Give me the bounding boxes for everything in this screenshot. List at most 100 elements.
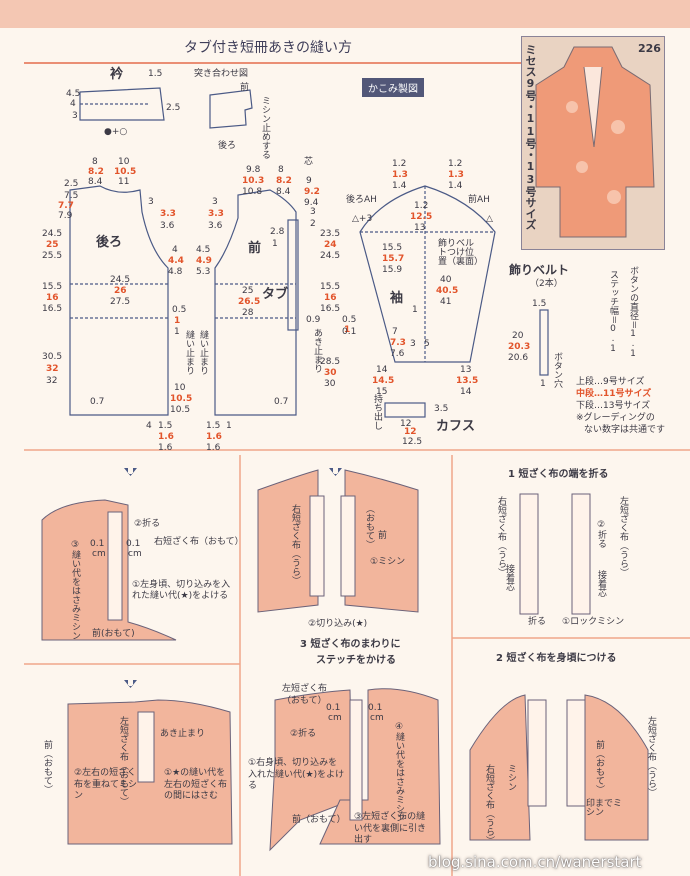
sleeve-n-13d: 13 xyxy=(460,365,472,375)
step3-d01b: 0.1 xyxy=(368,703,383,713)
step2-right-label: 左短ざく布（うら） xyxy=(646,716,656,797)
front-n-92: 9.2 xyxy=(304,187,320,197)
front-n-30b: 30 xyxy=(324,379,336,389)
front-n-2: 2 xyxy=(310,219,316,229)
sleeve-n-13c: 13 xyxy=(414,223,426,233)
sleeve-label: 袖 xyxy=(390,291,404,306)
mid1-left xyxy=(257,469,319,613)
left1-label: 右短ざく布（おもて） xyxy=(154,537,244,547)
step2-left-label: 右短ざく布（うら） xyxy=(484,764,494,845)
step2-title: 2 短ざく布を身頃につける xyxy=(496,653,617,664)
front-n-36: 3.6 xyxy=(208,221,223,231)
belt-n-203: 20.3 xyxy=(508,342,531,352)
step3-left-label: 左短ざく布（おもて） xyxy=(282,684,328,706)
back-n-84: 8.4 xyxy=(88,177,103,187)
back-n-07: 0.7 xyxy=(90,397,105,407)
front-n-30: 30 xyxy=(324,368,337,378)
front-placket xyxy=(287,219,299,331)
front-bodice-label: 前 xyxy=(248,241,262,256)
front-n-235: 23.5 xyxy=(320,229,341,239)
sleeve-n-14: 1.4 xyxy=(392,181,407,191)
collar-n2: 4.5 xyxy=(66,89,81,99)
front-n-165: 16.5 xyxy=(320,304,341,314)
sleeve-back-ah: 後ろAH xyxy=(346,195,377,205)
mid1-label-l: 右短ざく布（うら） xyxy=(290,504,300,585)
front-n-3b: 3 xyxy=(310,207,316,217)
legend-lower: 下段…13号サイズ xyxy=(576,401,651,411)
sleeve-n-12-mid: 1.2 xyxy=(414,201,429,211)
front-n-8: 8 xyxy=(278,165,284,175)
sleeve-n-157: 15.7 xyxy=(382,254,405,264)
mid1-label-r: （おもて） xyxy=(364,504,374,549)
s2-left xyxy=(469,694,531,841)
front-n-07: 0.7 xyxy=(274,397,289,407)
garment-illustration xyxy=(535,46,655,238)
back-n-105: 10.5 xyxy=(114,167,137,177)
back-n-33: 3.3 xyxy=(160,209,176,219)
mid1-right xyxy=(344,469,419,613)
front-n-25: 25 xyxy=(242,286,254,296)
step3-front: 前（おもて） xyxy=(292,815,346,825)
step2-mark-stitch: 印までミシン xyxy=(586,799,623,818)
mate-front: 前 xyxy=(240,83,250,93)
garment-photo xyxy=(521,36,665,250)
sleeve-minus3: △+3 xyxy=(352,214,373,224)
front-n-108: 10.8 xyxy=(242,187,263,197)
front-n-05: 0.5 xyxy=(342,315,357,325)
front-n-16: 16 xyxy=(324,293,337,303)
left2-note-r: ①★の縫い代を左右の短ざく布の間にはさむ xyxy=(164,768,228,802)
front-n-94: 9.4 xyxy=(304,198,319,208)
left2-front: 前（おもて） xyxy=(42,740,52,794)
sleeve-mark: △ xyxy=(486,214,493,224)
legend-note2: ない数字は共通です xyxy=(584,425,666,435)
left2-note-l: ②左右の短ざく布を重ねてミシン xyxy=(74,768,138,802)
belt-stitch-note: ステッチ幅＝0.1 xyxy=(608,270,618,354)
step3-fold: ②折る xyxy=(290,729,317,739)
cuff-n-35: 3.5 xyxy=(434,404,449,414)
left1-front: 前(おもて) xyxy=(92,629,135,639)
collar-n1: 1.5 xyxy=(148,69,163,79)
page-title: タブ付き短冊あきの縫い方 xyxy=(184,40,352,56)
cuff-label: カフス xyxy=(436,419,476,434)
back-n-h26: 26 xyxy=(114,286,127,296)
front-n-285: 28.5 xyxy=(320,357,341,367)
front-n-9: 9 xyxy=(306,176,312,186)
step3-d01: 0.1 xyxy=(326,703,341,713)
sleeve-n-14d: 14 xyxy=(460,387,472,397)
front-n-49: 4.9 xyxy=(196,256,212,266)
step3-title: 3 短ざく布のまわりに xyxy=(300,639,401,650)
photo-caption: ミセス9号・11号・13号サイズ xyxy=(524,44,537,230)
left1-cm: cm xyxy=(92,549,106,559)
watermark: blog.sina.com.cn/wanerstart xyxy=(428,853,642,871)
legend-upper: 上段…9号サイズ xyxy=(576,377,645,387)
sleeve-n-7: 7 xyxy=(392,327,398,337)
sleeve-n-14b: 1.4 xyxy=(448,181,463,191)
back-n-255: 25.5 xyxy=(42,251,63,261)
front-n-33: 3.3 xyxy=(208,209,224,219)
back-n-1: 1 xyxy=(174,316,181,326)
sleeve-n-12b: 1.2 xyxy=(448,159,463,169)
front-n-16c: 1.6 xyxy=(206,443,221,453)
cuff-n-12b: 12 xyxy=(404,427,417,437)
collar-formula: ●+○ xyxy=(104,127,128,137)
belt-piece xyxy=(539,309,549,376)
front-n-01: 0.1 xyxy=(342,327,357,337)
back-n-245: 24.5 xyxy=(42,229,63,239)
sleeve-n-145: 14.5 xyxy=(372,376,395,386)
sleeve-n-15: 15 xyxy=(376,387,388,397)
left1-cmb: cm xyxy=(128,549,142,559)
belt-button-note: ボタンの直径＝1.1 xyxy=(628,266,638,359)
step1-right-label: 左短ざく布（うら） xyxy=(618,496,628,577)
front-core: 芯 xyxy=(304,157,314,167)
back-n-82: 8.2 xyxy=(88,167,104,177)
left1-d01: 0.1 xyxy=(90,539,105,549)
step3-stitch-note: ④縫い代をはさみミシン xyxy=(394,722,404,822)
left2-label: 左短ざく布（おもて） xyxy=(118,716,128,806)
back-n-b4: 4 xyxy=(146,421,152,431)
back-n-155: 15.5 xyxy=(42,282,63,292)
front-side-note: 縫い止まり xyxy=(198,330,208,375)
front-n-09: 0.9 xyxy=(306,315,321,325)
back-n-h275: 27.5 xyxy=(110,297,131,307)
sleeve-n-5: 5 xyxy=(424,339,430,349)
